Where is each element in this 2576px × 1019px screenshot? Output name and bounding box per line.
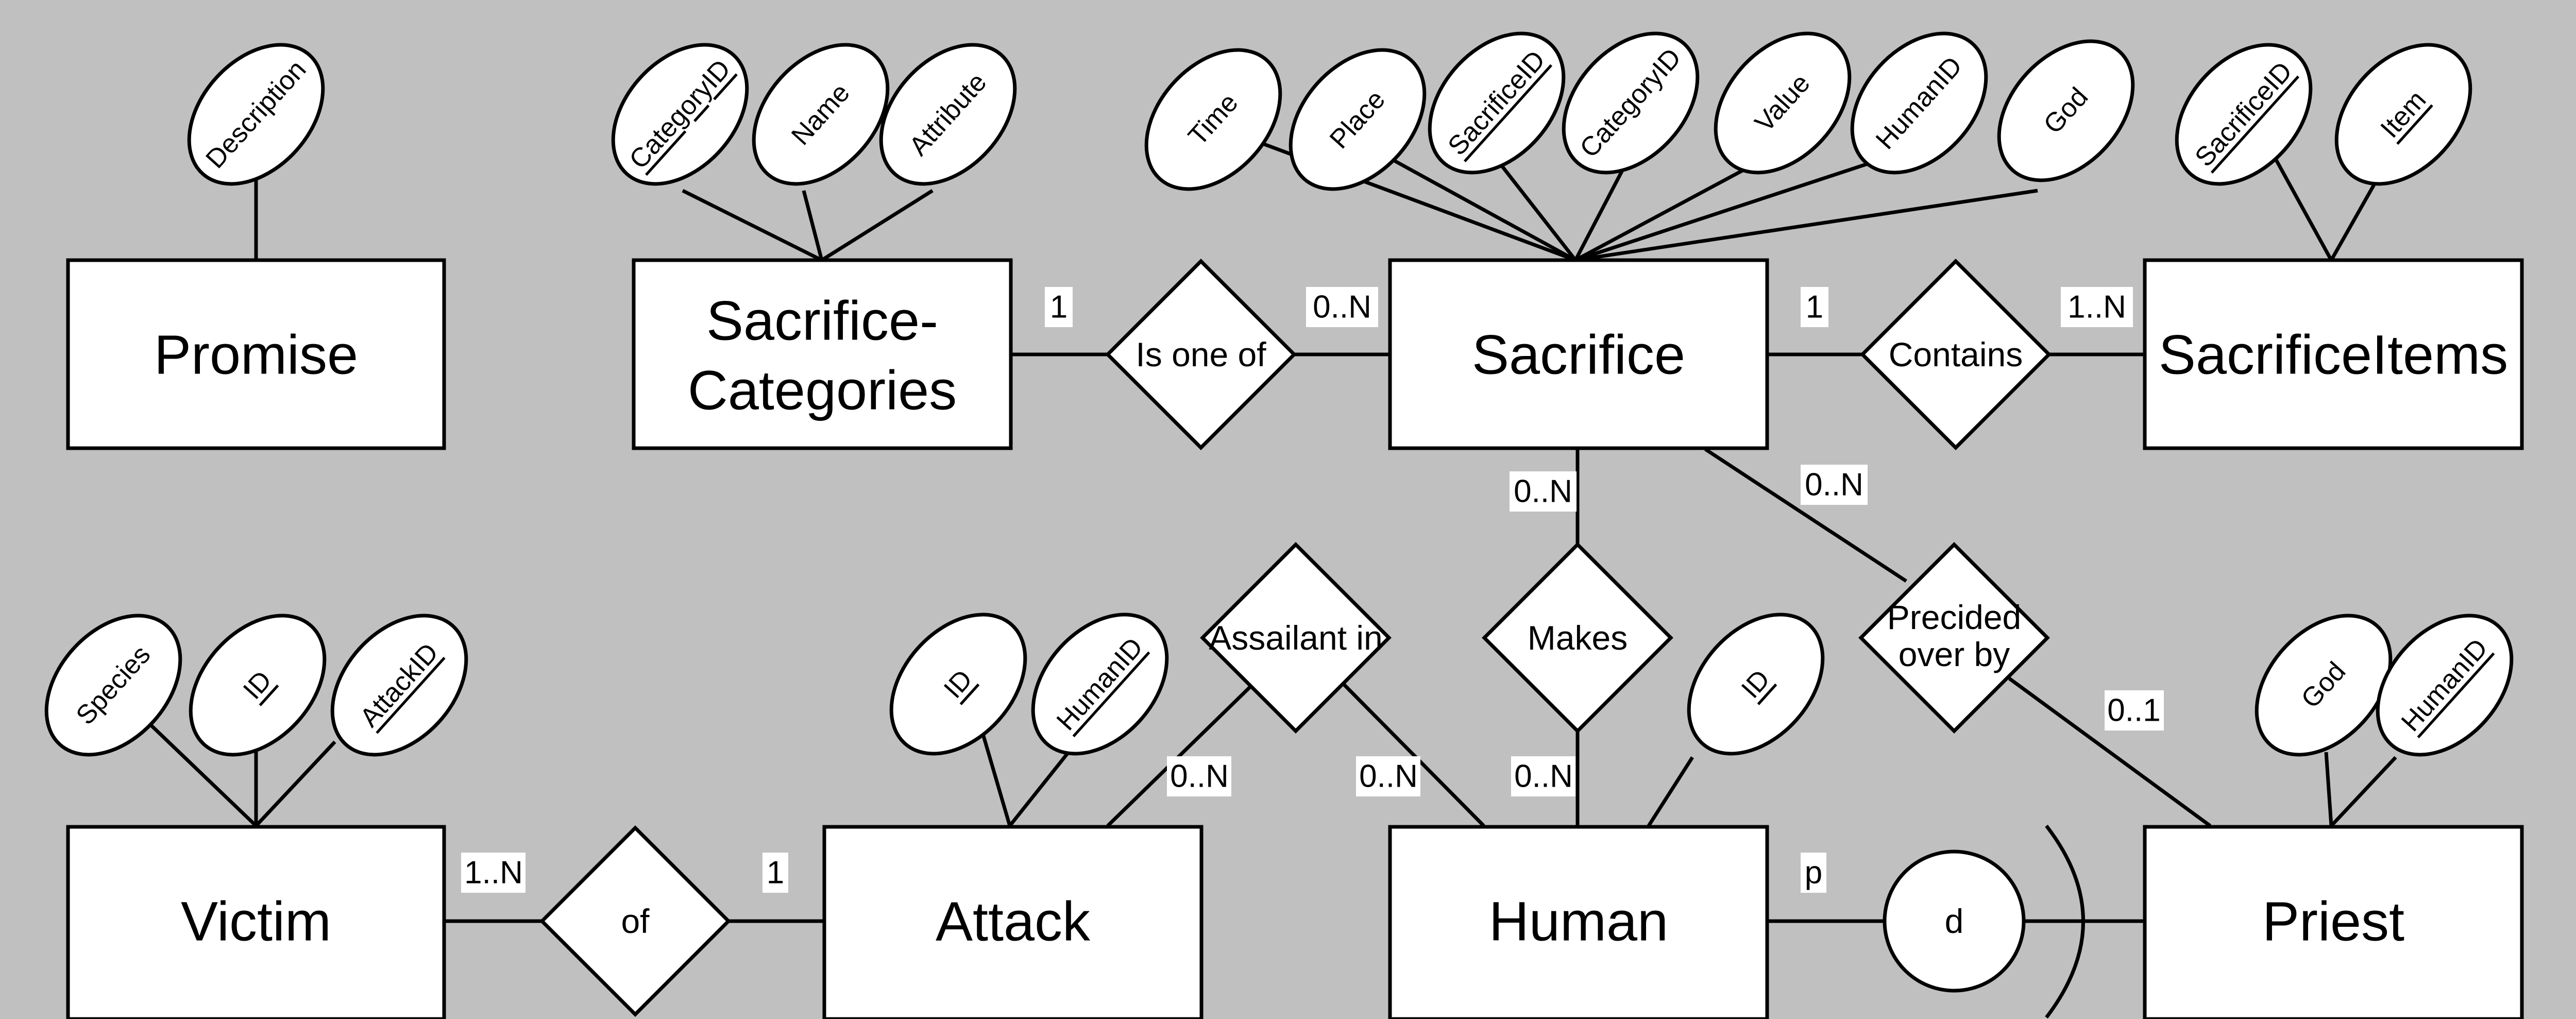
entity-attack: Attack bbox=[822, 825, 1204, 1019]
svg-text:0..N: 0..N bbox=[1359, 759, 1418, 794]
svg-text:SacrificeItems: SacrificeItems bbox=[2159, 324, 2508, 386]
entity-priest: Priest bbox=[2143, 825, 2524, 1019]
relationship-of: of bbox=[539, 825, 731, 1017]
relationship-is-one-of: Is one of bbox=[1105, 259, 1297, 450]
attribute-human-id: ID bbox=[1687, 613, 1825, 756]
cardinality-sacrifice-contains: 1 bbox=[1801, 287, 1828, 327]
attribute-categories-name: Name bbox=[752, 43, 890, 186]
svg-text:0..N: 0..N bbox=[1514, 759, 1573, 794]
attribute-sacrifice-god: God bbox=[1997, 39, 2135, 182]
relationship-assailant-in: Assailant in bbox=[1200, 542, 1392, 734]
svg-text:Human: Human bbox=[1489, 890, 1668, 953]
entity-sacrifice: Sacrifice bbox=[1388, 258, 1769, 450]
attribute-victim-id: ID bbox=[189, 614, 327, 757]
svg-text:0..1: 0..1 bbox=[2107, 693, 2160, 728]
svg-text:1: 1 bbox=[1806, 290, 1823, 325]
attribute-categories-attribute: Attribute bbox=[879, 43, 1017, 186]
cardinality-isoneof-sacrifice: 0..N bbox=[1306, 287, 1378, 327]
cardinality-precided-priest: 0..1 bbox=[2105, 690, 2164, 731]
cardinality-makes-human: 0..N bbox=[1511, 756, 1575, 796]
svg-text:Categories: Categories bbox=[688, 359, 957, 421]
relationship-contains: Contains bbox=[1860, 259, 2052, 450]
svg-text:Makes: Makes bbox=[1528, 619, 1628, 657]
attribute-promise-description: Description bbox=[187, 43, 325, 186]
svg-text:Attack: Attack bbox=[936, 890, 1091, 953]
svg-text:1: 1 bbox=[1050, 290, 1067, 325]
svg-text:d: d bbox=[1945, 902, 1964, 940]
cardinality-assailant-human: 0..N bbox=[1356, 756, 1420, 796]
attribute-sacrifice-sacrificeid: SacrificeID bbox=[1428, 31, 1566, 175]
svg-text:Priest: Priest bbox=[2262, 890, 2404, 953]
entity-human: Human bbox=[1388, 825, 1769, 1019]
svg-text:1: 1 bbox=[767, 855, 784, 891]
svg-text:Is one of: Is one of bbox=[1136, 335, 1266, 373]
cardinality-sacrifice-precided: 0..N bbox=[1801, 465, 1868, 505]
cardinality-contains-items: 1..N bbox=[2061, 287, 2133, 327]
cardinality-sacrifice-makes: 0..N bbox=[1510, 471, 1577, 512]
cardinality-attack-assailant: 0..N bbox=[1167, 756, 1231, 796]
attribute-sacrifice-time: Time bbox=[1144, 48, 1282, 191]
attribute-sacrifice-place: Place bbox=[1289, 48, 1427, 191]
attribute-victim-species: Species bbox=[44, 614, 182, 757]
svg-text:over by: over by bbox=[1899, 635, 2010, 673]
attribute-categories-categoryid: CategoryID bbox=[611, 43, 749, 186]
attribute-priest-god: God bbox=[2255, 614, 2393, 757]
svg-text:0..N: 0..N bbox=[1805, 467, 1863, 503]
svg-text:0..N: 0..N bbox=[1514, 474, 1572, 510]
relationship-precided-over-by: Precided over by bbox=[1858, 542, 2050, 734]
attribute-attack-humanid: HumanID bbox=[1031, 613, 1169, 756]
svg-text:1..N: 1..N bbox=[2067, 290, 2126, 325]
svg-text:Victim: Victim bbox=[181, 890, 331, 953]
attribute-items-item: Item bbox=[2334, 43, 2472, 186]
svg-text:Contains: Contains bbox=[1889, 335, 2023, 373]
svg-text:1..N: 1..N bbox=[464, 855, 523, 891]
entity-victim: Victim bbox=[66, 825, 446, 1019]
svg-text:of: of bbox=[621, 902, 650, 940]
svg-text:p: p bbox=[1805, 855, 1822, 891]
entity-sacrifice-categories: Sacrifice- Categories bbox=[632, 258, 1013, 450]
relationship-makes: Makes bbox=[1482, 542, 1673, 734]
attribute-victim-attackid: AttackID bbox=[330, 614, 468, 757]
attribute-attack-id: ID bbox=[889, 613, 1027, 756]
svg-text:Promise: Promise bbox=[154, 324, 358, 386]
svg-text:Precided: Precided bbox=[1887, 598, 2022, 636]
entity-promise: Promise bbox=[66, 258, 446, 450]
attribute-sacrifice-humanid: HumanID bbox=[1850, 31, 1988, 175]
svg-text:Sacrifice: Sacrifice bbox=[1472, 324, 1685, 386]
attribute-priest-humanid: HumanID bbox=[2376, 614, 2514, 757]
cardinality-victim-of: 1..N bbox=[461, 853, 526, 893]
attribute-sacrifice-value: Value bbox=[1714, 31, 1852, 175]
entity-sacrifice-items: SacrificeItems bbox=[2143, 258, 2524, 450]
cardinality-categories-isoneof: 1 bbox=[1045, 287, 1073, 327]
attribute-sacrifice-categoryid: CategoryID bbox=[1562, 31, 1700, 175]
cardinality-of-attack: 1 bbox=[762, 853, 788, 893]
svg-text:0..N: 0..N bbox=[1313, 290, 1371, 325]
disjoint-specialization-circle: d bbox=[1883, 850, 2026, 993]
svg-text:Sacrifice-: Sacrifice- bbox=[706, 290, 938, 352]
svg-text:0..N: 0..N bbox=[1170, 759, 1229, 794]
svg-text:Assailant in: Assailant in bbox=[1209, 619, 1383, 657]
attribute-items-sacrificeid: SacrificeID bbox=[2175, 43, 2313, 186]
specialization-participation-label: p bbox=[1801, 853, 1826, 893]
